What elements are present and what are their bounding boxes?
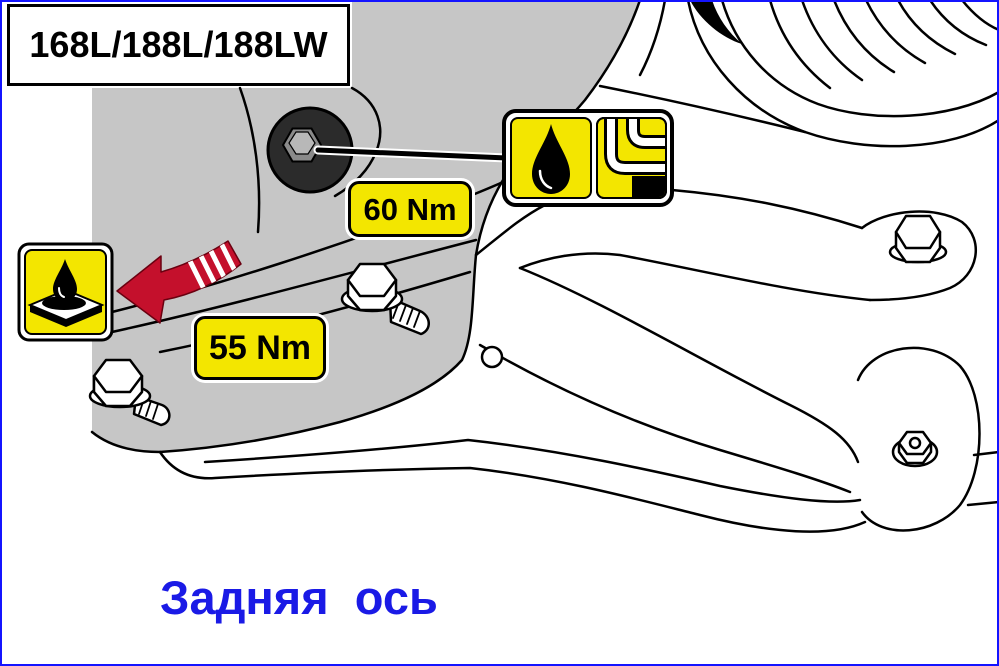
plug-channel	[607, 119, 665, 172]
housing-lip-lower	[158, 450, 867, 533]
housing-lip-upper	[203, 438, 862, 503]
torque-label-fill-plug: 60 Nm	[348, 181, 472, 237]
axle-flange	[856, 346, 981, 532]
bolt-hex-top	[92, 358, 144, 394]
housing-linework	[90, 0, 999, 533]
sealant-icon	[17, 242, 114, 342]
leader-line	[315, 147, 510, 161]
cover-bolt-lower	[88, 358, 171, 427]
cover-bolt-upper	[340, 262, 430, 336]
nut-hex-top	[894, 214, 942, 250]
plug-panel-border	[596, 117, 667, 199]
torque-value-fill-plug: 60 Nm	[363, 191, 457, 227]
boot-rib	[768, 0, 832, 90]
torque-value-cover-bolts: 55 Nm	[208, 329, 312, 367]
plug-hex-face	[288, 131, 316, 155]
mount-tab	[860, 210, 978, 302]
housing-top-edge	[638, 0, 667, 77]
sealant-drop-highlight	[58, 287, 65, 298]
mount-arm-top	[670, 188, 864, 230]
boot-rib	[896, 0, 957, 56]
oil-level	[632, 176, 665, 197]
boot-rib	[928, 0, 988, 47]
body-upper-contour	[474, 203, 547, 257]
oil-fill-plug-icon	[502, 109, 674, 207]
plate-side	[30, 305, 102, 327]
plug-channel	[629, 119, 665, 146]
boot-rib	[800, 0, 864, 82]
housing-hole	[480, 345, 504, 369]
oil-fill-plug	[266, 106, 354, 194]
casting-edge	[238, 86, 261, 234]
housing-body-lower	[518, 266, 860, 464]
boot-rib	[832, 0, 896, 74]
fill-plug-symbol	[604, 119, 665, 197]
model-label: 168L/188L/188LW	[29, 24, 328, 65]
housing-body-inner	[478, 343, 852, 494]
mount-arm-bottom	[518, 252, 872, 302]
boot-rib	[864, 0, 927, 65]
axle-shaft-top	[972, 450, 999, 457]
caption: Задняя ось	[160, 571, 438, 624]
arrow-body	[116, 240, 242, 324]
sealant-puddle	[42, 296, 86, 310]
model-label-box: 168L/188L/188LW	[7, 4, 350, 86]
boot-shadow	[690, 0, 742, 44]
flange-nut	[891, 430, 939, 468]
oil-drop-highlight	[538, 169, 553, 190]
boot-inner-edge	[720, 0, 999, 118]
bolt-thread	[392, 301, 421, 328]
boot-outline	[686, 0, 999, 148]
axle-shaft-bottom	[966, 500, 999, 507]
torque-label-cover-bolts: 55 Nm	[194, 316, 326, 380]
nut-stud	[908, 436, 922, 450]
mount-nut	[888, 214, 948, 264]
bolt-hex-top	[346, 262, 398, 298]
axle-tube-lower-edge	[598, 84, 807, 134]
boot-rib	[960, 0, 999, 32]
